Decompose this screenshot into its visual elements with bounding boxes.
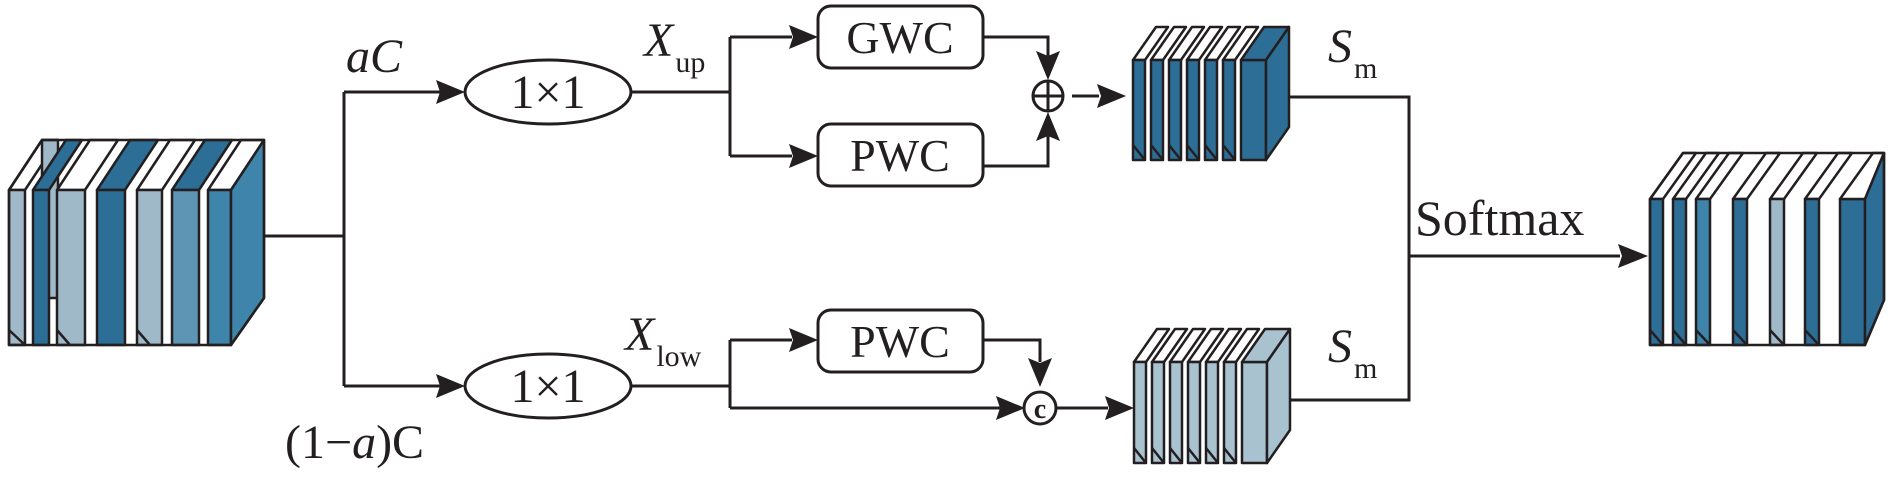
- svg-text:1×1: 1×1: [510, 66, 585, 119]
- input-slice: [31, 138, 84, 347]
- concat-operator: c: [1022, 390, 1058, 426]
- merge-connectors: [1289, 95, 1648, 402]
- svg-text:PWC: PWC: [850, 130, 950, 181]
- upper-output-stack: [1131, 25, 1291, 162]
- lower-front-face: [1240, 360, 1269, 465]
- lower-branch-connectors: [631, 328, 1134, 420]
- split-connectors: [264, 80, 465, 398]
- lower-slice: [1222, 327, 1261, 465]
- lower-slice: [1132, 327, 1171, 465]
- alpha-c-label: aC: [346, 30, 403, 83]
- input-feature-stack: [7, 138, 266, 347]
- svg-text:1×1: 1×1: [510, 360, 585, 413]
- s-m-label-bottom: Sm: [1328, 320, 1377, 385]
- final-slice: [1803, 151, 1854, 347]
- upper-side-face: [1264, 25, 1291, 162]
- input-front-face: [206, 188, 233, 347]
- svg-text:c: c: [1034, 394, 1046, 425]
- add-operator: [1031, 79, 1065, 113]
- upper-front-face: [1239, 58, 1268, 162]
- final-slice: [1768, 151, 1819, 347]
- svg-text:PWC: PWC: [850, 316, 950, 367]
- gwc-block: GWC: [816, 4, 985, 70]
- softmax-label: Softmax: [1415, 190, 1584, 246]
- s-m-label-top: Sm: [1328, 20, 1377, 85]
- final-output-stack: [1648, 151, 1886, 347]
- final-outline: [1648, 151, 1886, 347]
- conv-1x1-bottom: 1×1: [463, 352, 633, 420]
- pwc-block-bottom: PWC: [816, 308, 985, 374]
- lower-output-stack: [1132, 327, 1292, 465]
- upper-slice: [1131, 25, 1170, 162]
- x-up-label: Xup: [642, 14, 705, 79]
- one-minus-alpha-c-label: (1−a)C: [285, 416, 424, 469]
- input-outline: [7, 138, 266, 347]
- lower-slice: [1186, 327, 1225, 465]
- upper-slice: [1185, 25, 1224, 162]
- conv-1x1-top: 1×1: [463, 58, 633, 126]
- svg-text:GWC: GWC: [846, 12, 953, 63]
- final-front-face: [1838, 197, 1867, 347]
- upper-slice: [1149, 25, 1188, 162]
- pwc-block-top: PWC: [816, 122, 985, 188]
- x-low-label: Xlow: [623, 308, 702, 373]
- lower-slice: [1150, 327, 1189, 465]
- lower-side-face: [1265, 327, 1292, 465]
- upper-branch-connectors: [631, 25, 1126, 168]
